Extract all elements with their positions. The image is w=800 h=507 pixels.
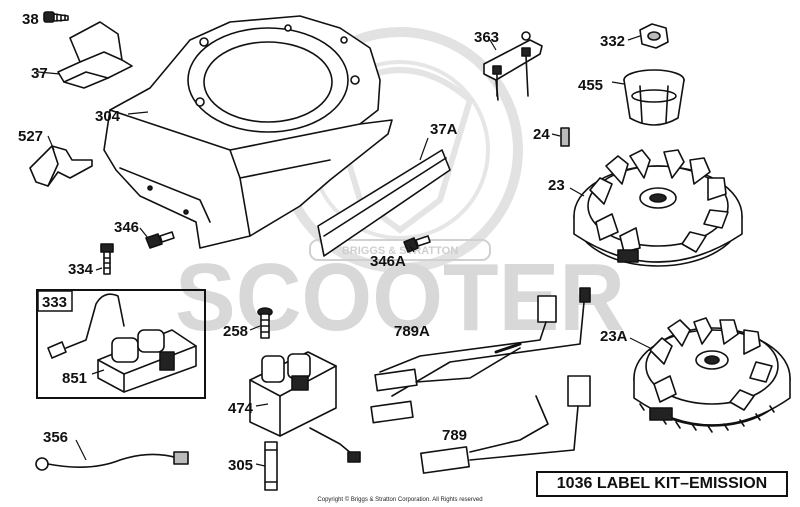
label-kit-box: 1036 LABEL KIT–EMISSION (536, 471, 788, 497)
watermark-seal: BRIGGS & STRATTON (342, 245, 458, 257)
label-333: 333 (42, 294, 67, 311)
label-527: 527 (18, 128, 43, 145)
label-37: 37 (31, 65, 48, 82)
harness-789 (420, 375, 591, 474)
inset-box-333 (36, 289, 206, 399)
label-334: 334 (68, 261, 94, 278)
screw-258 (257, 307, 273, 339)
label-24: 24 (533, 126, 550, 143)
label-363: 363 (474, 29, 499, 46)
screw-334 (100, 243, 114, 275)
label-38: 38 (22, 11, 39, 28)
screw-38 (43, 11, 69, 23)
label-37A: 37A (430, 121, 458, 138)
leader-lines (37, 35, 651, 467)
key-24 (560, 127, 570, 147)
flywheel-23a (633, 317, 791, 433)
bracket-363 (483, 31, 543, 101)
blower-housing-304 (103, 15, 393, 249)
label-305: 305 (228, 457, 253, 474)
label-304: 304 (95, 108, 121, 125)
label-789A: 789A (394, 323, 430, 340)
screw-346 (145, 231, 175, 249)
ground-wire-356 (35, 451, 189, 471)
label-332: 332 (600, 33, 625, 50)
armature-851 (47, 293, 197, 393)
guard-37a (317, 149, 451, 257)
part-labels: 38 37 304 527 37A 363 332 455 24 23 346 … (18, 11, 628, 474)
label-346A: 346A (370, 253, 406, 270)
harness-789a (370, 287, 591, 424)
flywheel-23 (573, 149, 743, 267)
label-23A: 23A (600, 328, 628, 345)
copyright-text: Copyright © Briggs & Stratton Corporatio… (317, 497, 483, 503)
label-258: 258 (223, 323, 248, 340)
spacer-305 (264, 441, 278, 491)
label-789: 789 (442, 427, 467, 444)
nut-332 (639, 23, 669, 49)
label-346: 346 (114, 219, 139, 236)
baffle-37 (57, 21, 133, 89)
cup-455 (623, 69, 685, 126)
label-851: 851 (62, 370, 87, 387)
screw-346a (403, 235, 431, 253)
label-474: 474 (228, 400, 254, 417)
label-356: 356 (43, 429, 68, 446)
armature-474 (249, 351, 361, 463)
clip-527 (29, 145, 93, 187)
label-23: 23 (548, 177, 565, 194)
label-455: 455 (578, 77, 603, 94)
